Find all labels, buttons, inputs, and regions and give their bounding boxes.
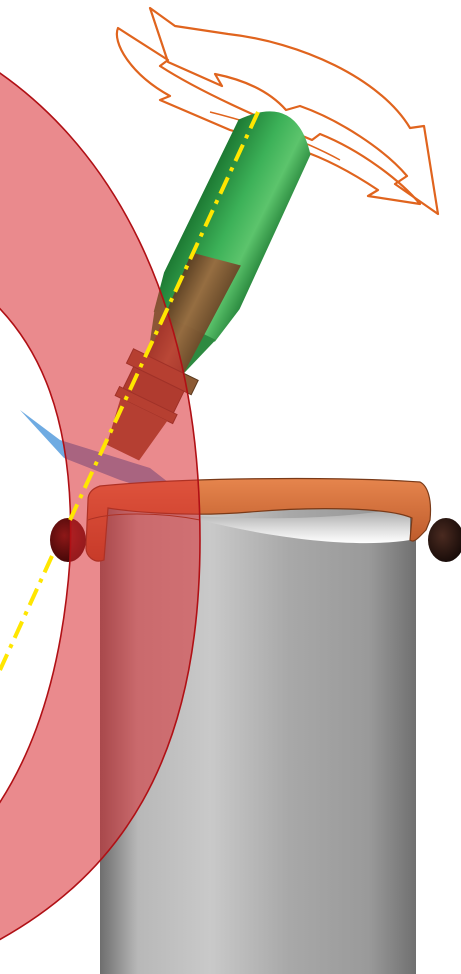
wheel-axis-line (0, 556, 52, 670)
roller-right-icon (428, 518, 461, 562)
